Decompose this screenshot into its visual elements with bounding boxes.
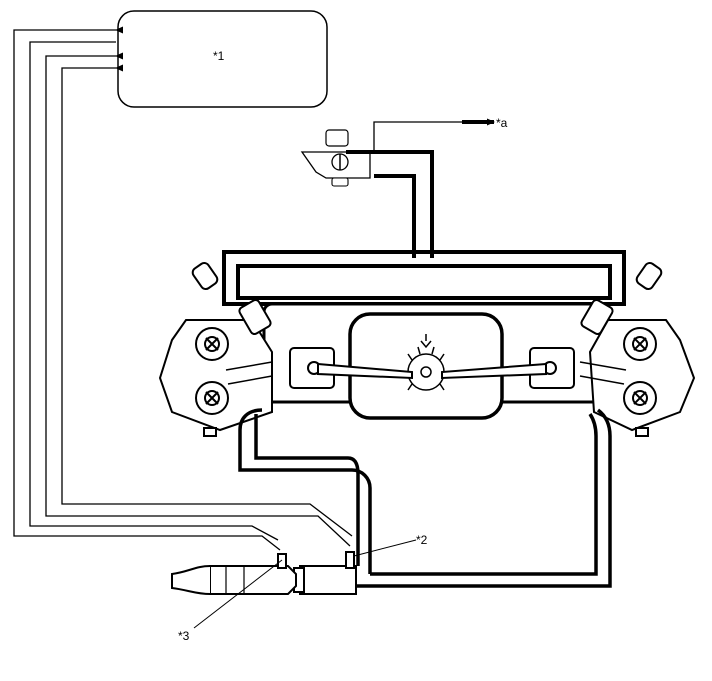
leader-lines xyxy=(193,539,417,629)
right-cylinder-head xyxy=(579,261,696,437)
left-cylinder-head xyxy=(158,261,273,437)
sensor-2-label: *2 xyxy=(416,533,428,547)
signal-wires xyxy=(13,26,353,551)
exhaust-system xyxy=(171,551,357,595)
crank-gear xyxy=(401,334,451,391)
intake-manifold xyxy=(222,250,626,306)
outlet-hose xyxy=(373,121,462,152)
right-piston xyxy=(441,347,575,389)
sensor-3-label: *3 xyxy=(178,629,190,643)
ecm-label: *1 xyxy=(213,49,225,63)
left-piston xyxy=(289,347,413,389)
intake-pipe xyxy=(346,150,434,258)
exhaust-pipes xyxy=(238,408,612,588)
outlet-label: *a xyxy=(496,116,508,130)
throttle-body xyxy=(300,129,371,187)
